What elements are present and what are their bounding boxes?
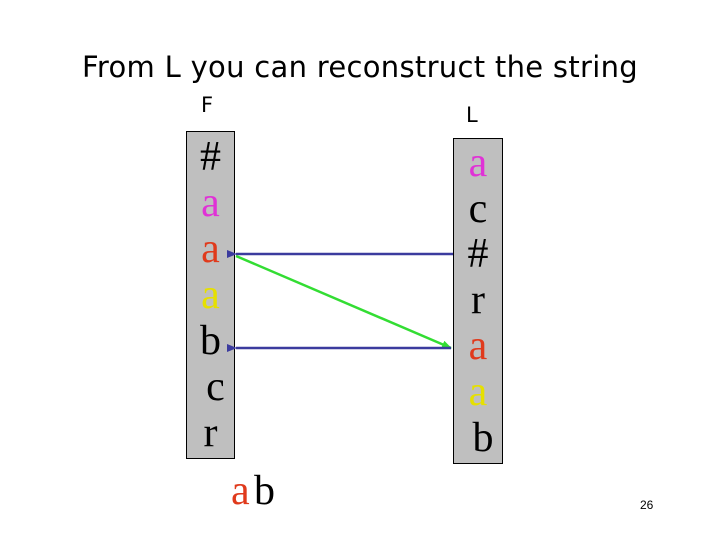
reconstructed-char-1: a: [231, 468, 250, 514]
l-cell-1: c: [468, 186, 488, 232]
l-cell-6: b: [472, 415, 494, 461]
column-l-header: L: [466, 103, 478, 127]
f-cell-4: b: [200, 318, 221, 364]
arrow-f2-to-l4: [235, 254, 452, 350]
l-cell-4: a: [468, 323, 488, 369]
reconstructed-char-2: b: [254, 468, 275, 514]
l-cell-0: a: [468, 140, 488, 186]
column-f-header: F: [201, 93, 214, 117]
l-cell-2: #: [467, 231, 489, 277]
f-cell-1: a: [201, 180, 220, 226]
f-cell-5: c: [206, 364, 225, 410]
f-cell-0: #: [200, 134, 221, 180]
f-cell-3: a: [201, 272, 220, 318]
f-cell-6: r: [203, 410, 218, 456]
page-number: 26: [640, 498, 654, 512]
l-cell-5: a: [468, 369, 488, 415]
column-l: a c # r a a b: [453, 138, 503, 464]
column-f: # a a a b c r: [186, 131, 235, 459]
l-cell-3: r: [471, 277, 485, 323]
slide-title: From L you can reconstruct the string: [82, 50, 638, 84]
f-cell-2: a: [201, 226, 220, 272]
